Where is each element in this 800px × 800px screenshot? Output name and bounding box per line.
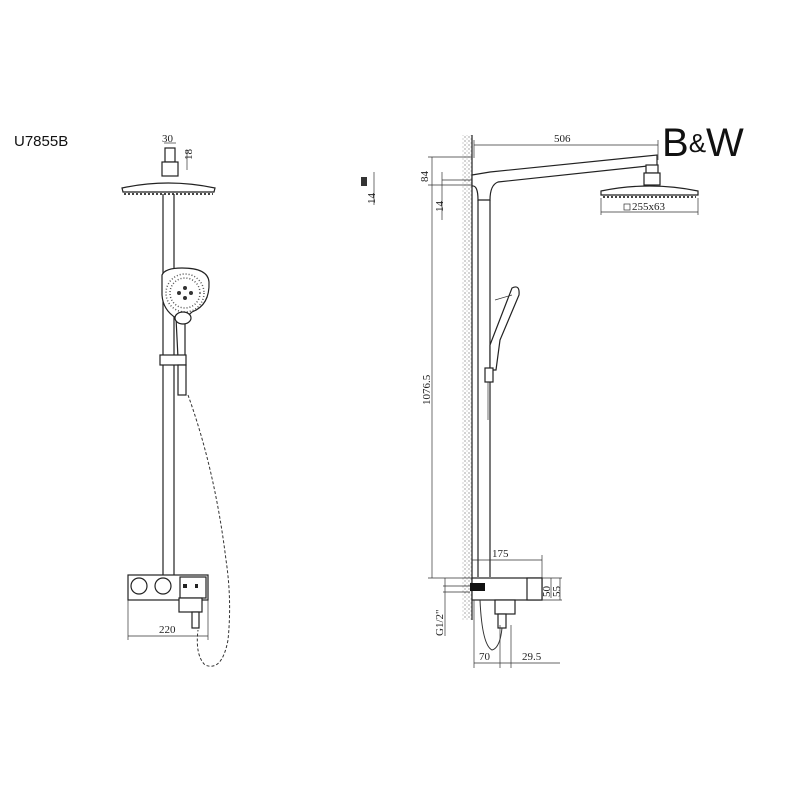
dim-arm-gap: 14 [434,201,446,213]
model-code: U7855B [14,133,68,150]
dim-box-width: 220 [159,624,176,636]
side-view: 506 255x63 84 14 1076.5 175 50 55 [419,133,699,668]
front-view: 30 18 220 [121,133,231,667]
dim-head-size: 255x63 [632,201,666,213]
dim-part-height: 14 [366,193,378,205]
dim-outlet-offset: 70 [479,651,491,663]
dim-total-height: 1076.5 [421,374,433,405]
dim-mount-height: 18 [183,149,195,161]
dim-thread: G1/2" [434,610,446,637]
dim-box-h2: 55 [551,586,563,598]
dim-arm-length: 506 [554,133,571,145]
detail-part: 14 [361,172,378,205]
dim-box-h1: 50 [541,586,553,598]
brand-logo: B&W [662,121,744,165]
dim-mount-width: 30 [162,133,174,145]
dim-outlet-width: 29.5 [522,651,542,663]
dim-box-depth: 175 [492,548,509,560]
dim-arm-height: 84 [419,171,431,183]
